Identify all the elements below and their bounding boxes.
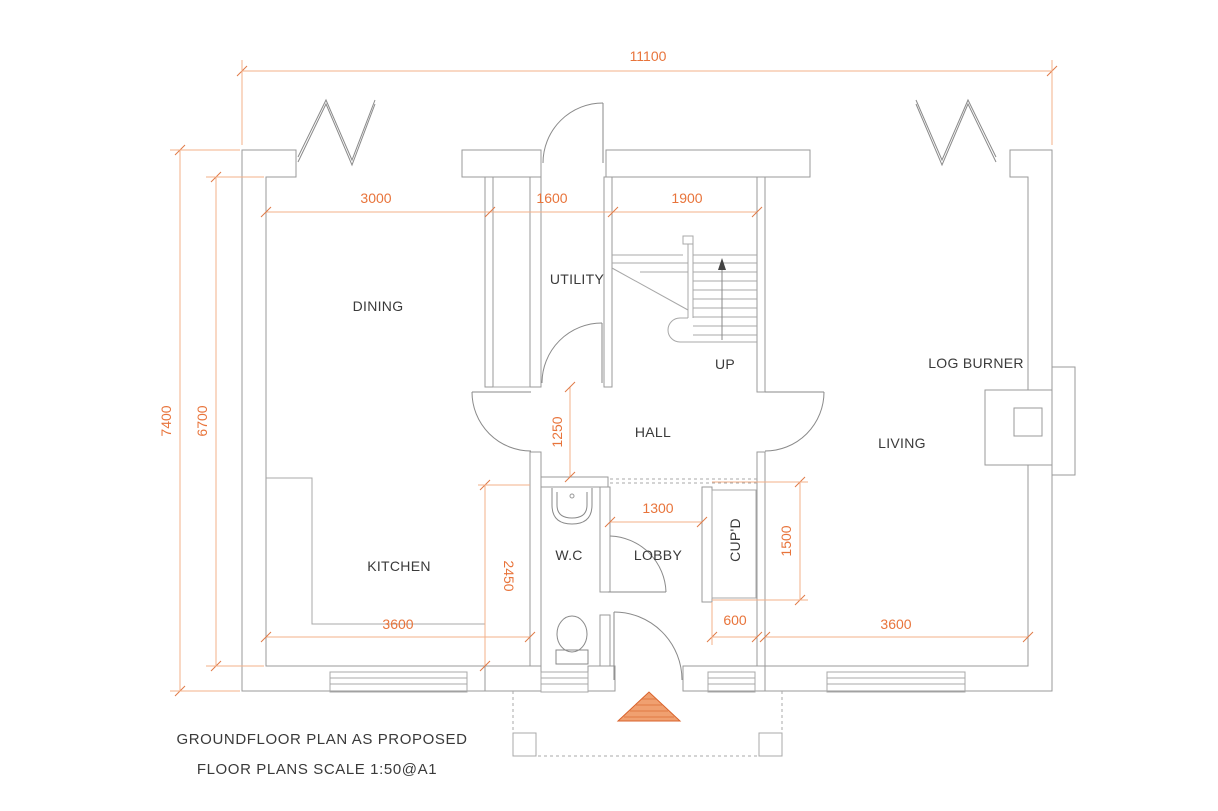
- plan-title: GROUNDFLOOR PLAN AS PROPOSED: [176, 731, 467, 748]
- living-wall-top: [756, 176, 766, 393]
- porch: [512, 691, 783, 757]
- kitchen-worktop: [266, 477, 485, 625]
- dim-living-width: 3600: [880, 616, 911, 632]
- dimension-lines: [170, 60, 1058, 697]
- kitchen-window: [329, 671, 468, 693]
- plan-scale: FLOOR PLANS SCALE 1:50@A1: [197, 761, 437, 778]
- outer-wall: [241, 149, 1053, 692]
- room-utility: UTILITY: [550, 271, 605, 287]
- arrow-head-icon: [718, 258, 726, 270]
- dim-stair-width: 1900: [671, 190, 702, 206]
- chimney-breast: [1051, 366, 1076, 476]
- lobby-window: [707, 671, 756, 693]
- staircase: [611, 235, 757, 343]
- wc-wall-top: [540, 476, 609, 488]
- dim-cupboard-depth: 1500: [778, 525, 794, 556]
- room-living: LIVING: [878, 435, 926, 451]
- utility-wall-left: [484, 176, 494, 388]
- porch-pillar-right: [758, 732, 783, 757]
- dim-hall-depth: 1250: [549, 416, 565, 447]
- porch-pillar-left: [512, 732, 537, 757]
- dim-cupboard-width: 600: [723, 612, 747, 628]
- room-cupboard: CUP'D: [727, 518, 743, 562]
- dimension-labels: 11100 3000 1600 1900 7400 6700 1250 1300…: [158, 48, 912, 632]
- bifold-door-left: [297, 102, 376, 167]
- log-burner-stove: [1013, 407, 1043, 437]
- dim-kitchen-depth: 2450: [501, 560, 517, 591]
- stair-wall-left: [603, 176, 613, 388]
- stair-up-label: UP: [715, 356, 735, 372]
- utility-wall-right: [529, 176, 542, 388]
- living-window: [826, 671, 966, 693]
- dim-internal-depth: 6700: [194, 405, 210, 436]
- porch-outline: [512, 691, 783, 757]
- bottom-wall-b: [587, 665, 616, 692]
- doors: [297, 98, 997, 681]
- cupboard-shelf: [711, 489, 757, 599]
- dim-utility-width: 1600: [536, 190, 567, 206]
- bifold-door-right: [915, 102, 997, 167]
- dim-overall-width: 11100: [630, 48, 667, 64]
- room-lobby: LOBBY: [634, 547, 683, 563]
- room-kitchen: KITCHEN: [367, 558, 431, 574]
- living-wall-bottom: [756, 451, 766, 667]
- stair-bottom-step: [667, 317, 693, 343]
- room-hall: HALL: [635, 424, 671, 440]
- room-dining: DINING: [353, 298, 404, 314]
- wc-wall-right-lower: [599, 614, 611, 667]
- wash-basin-icon: [551, 488, 593, 525]
- dim-overall-depth: 7400: [158, 405, 174, 436]
- entrance-arrow-icon: [616, 691, 682, 722]
- toilet-icon: [556, 615, 588, 653]
- cupboard-wall: [701, 486, 713, 603]
- fixtures: [551, 488, 593, 665]
- dim-dining-width: 3000: [360, 190, 391, 206]
- wc-wall-right: [599, 486, 611, 593]
- newel-post: [682, 235, 694, 245]
- walls: [241, 149, 1076, 692]
- wc-wall-left: [529, 451, 542, 667]
- windows: [329, 671, 966, 693]
- room-labels: DINING UTILITY UP LOG BURNER HALL LIVING…: [353, 271, 1024, 574]
- room-wc: W.C: [555, 547, 582, 563]
- dim-lobby-width: 1300: [642, 500, 673, 516]
- bottom-wall-a: [484, 665, 542, 692]
- room-log-burner: LOG BURNER: [928, 355, 1024, 371]
- wc-window: [540, 671, 589, 693]
- dim-kitchen-width: 3600: [382, 616, 413, 632]
